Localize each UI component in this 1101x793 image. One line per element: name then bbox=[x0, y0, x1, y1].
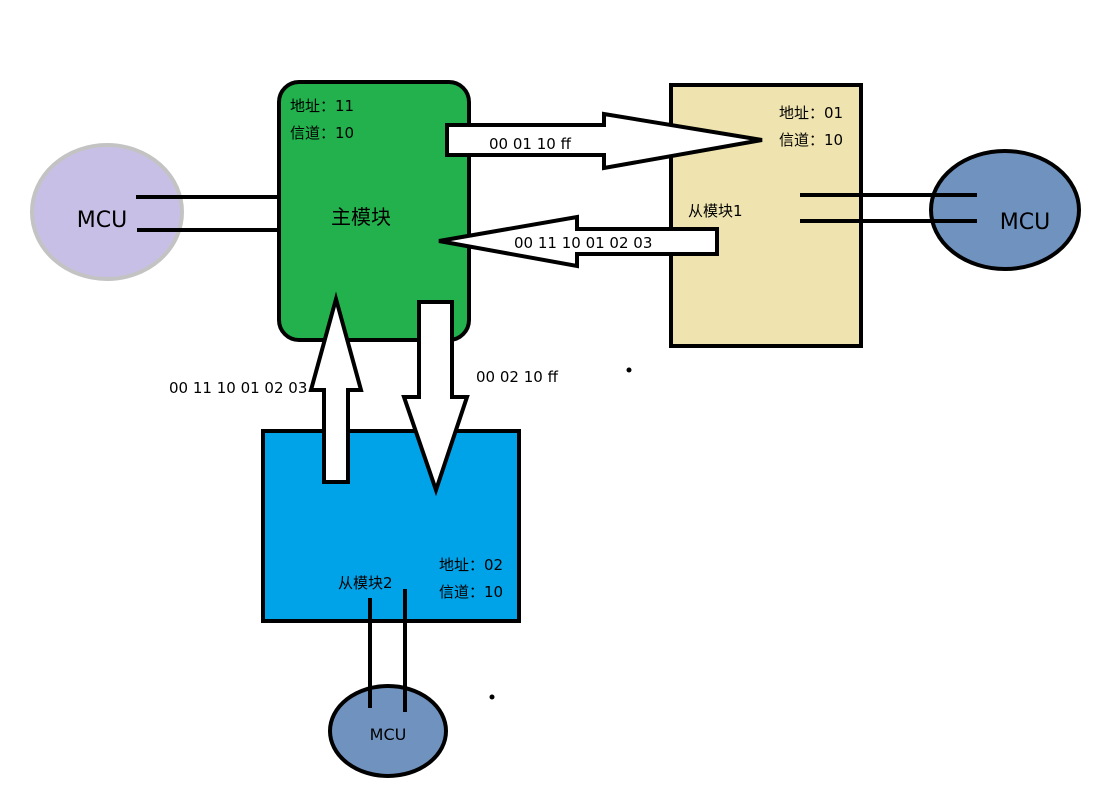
mcu-right-connection-lines bbox=[800, 193, 977, 223]
slave1-address: 地址：01 bbox=[779, 104, 843, 122]
slave2-channel: 信道：10 bbox=[439, 583, 503, 601]
packet-slave1-to-master: 00 11 10 01 02 03 bbox=[514, 234, 652, 252]
mcu-left-label: MCU bbox=[77, 208, 127, 233]
arrow-master-to-slave1: 00 01 10 ff bbox=[445, 111, 763, 171]
slave1-channel: 信道：10 bbox=[779, 131, 843, 149]
packet-master-to-slave2: 00 02 10 ff bbox=[476, 368, 559, 386]
slave1-label: 从模块1 bbox=[688, 202, 743, 220]
mcu-left: MCU bbox=[30, 143, 184, 281]
arrow-slave2-to-master: 00 11 10 01 02 03 bbox=[169, 291, 364, 484]
arrow-slave1-to-master: 00 11 10 01 02 03 bbox=[438, 214, 719, 269]
slave1-module: 地址：01 信道：10 从模块1 bbox=[669, 83, 863, 348]
stray-dot bbox=[489, 694, 495, 700]
mcu-bottom: MCU bbox=[328, 684, 448, 778]
arrow-master-to-slave2: 00 02 10 ff bbox=[401, 300, 559, 497]
packet-master-to-slave1: 00 01 10 ff bbox=[489, 135, 572, 153]
master-channel: 信道：10 bbox=[290, 124, 354, 142]
slave2-address: 地址：02 bbox=[439, 556, 503, 574]
mcu-right: MCU bbox=[929, 149, 1081, 271]
mcu-right-label: MCU bbox=[1000, 210, 1050, 235]
packet-slave2-to-master: 00 11 10 01 02 03 bbox=[169, 379, 307, 397]
master-address: 地址：11 bbox=[290, 97, 354, 115]
slave2-module: 地址：02 信道：10 从模块2 bbox=[261, 429, 521, 623]
mcu-bottom-label: MCU bbox=[370, 725, 407, 744]
mcu-bottom-connection-lines bbox=[368, 589, 407, 712]
stray-dot bbox=[626, 367, 632, 373]
master-label: 主模块 bbox=[331, 205, 391, 229]
slave2-label: 从模块2 bbox=[338, 574, 393, 592]
master-module: 地址：11 信道：10 主模块 bbox=[277, 80, 471, 342]
